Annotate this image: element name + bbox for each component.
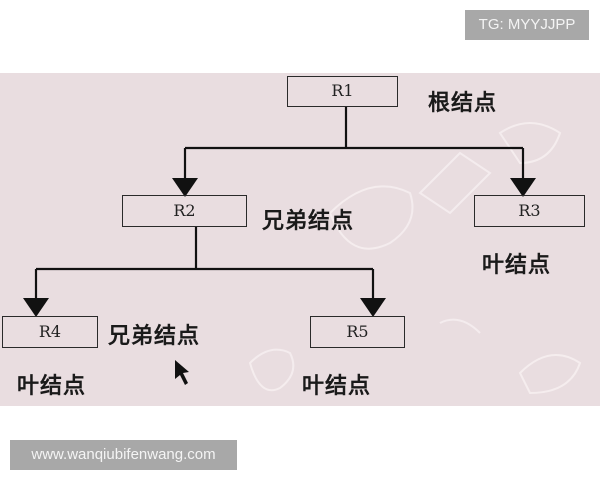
arrow-to-r2 bbox=[172, 178, 198, 197]
node-r2: R2 bbox=[122, 195, 247, 227]
label-sibling-node-r4: 兄弟结点 bbox=[108, 324, 201, 349]
mouse-cursor-icon bbox=[175, 360, 189, 385]
node-r5-label: R5 bbox=[346, 322, 369, 341]
arrow-to-r3 bbox=[510, 178, 536, 197]
node-r1-label: R1 bbox=[331, 81, 354, 100]
node-r1: R1 bbox=[287, 76, 398, 107]
watermark-url-badge: www.wanqiubifenwang.com bbox=[10, 440, 237, 470]
label-leaf-node-r3: 叶结点 bbox=[482, 253, 552, 278]
node-r4-label: R4 bbox=[38, 322, 62, 341]
node-r2-label: R2 bbox=[173, 201, 196, 220]
label-leaf-node-r5: 叶结点 bbox=[302, 374, 372, 399]
arrow-to-r4 bbox=[23, 298, 49, 317]
label-root-node: 根结点 bbox=[428, 91, 498, 116]
node-r4: R4 bbox=[2, 316, 98, 348]
label-sibling-node-r2: 兄弟结点 bbox=[262, 209, 355, 234]
tree-connectors bbox=[23, 106, 536, 385]
label-leaf-node-r4: 叶结点 bbox=[17, 374, 87, 399]
node-r5: R5 bbox=[310, 316, 405, 348]
watermark-tg-badge: TG: MYYJJPP bbox=[465, 10, 589, 40]
background-stamp-watermark bbox=[248, 122, 582, 395]
tree-diagram-panel: R1 根结点 R2 兄弟结点 R3 叶结点 R4 兄弟结点 叶结点 R5 叶结点 bbox=[0, 73, 600, 406]
arrow-to-r5 bbox=[360, 298, 386, 317]
node-r3-label: R3 bbox=[518, 201, 541, 220]
node-r3: R3 bbox=[474, 195, 585, 227]
